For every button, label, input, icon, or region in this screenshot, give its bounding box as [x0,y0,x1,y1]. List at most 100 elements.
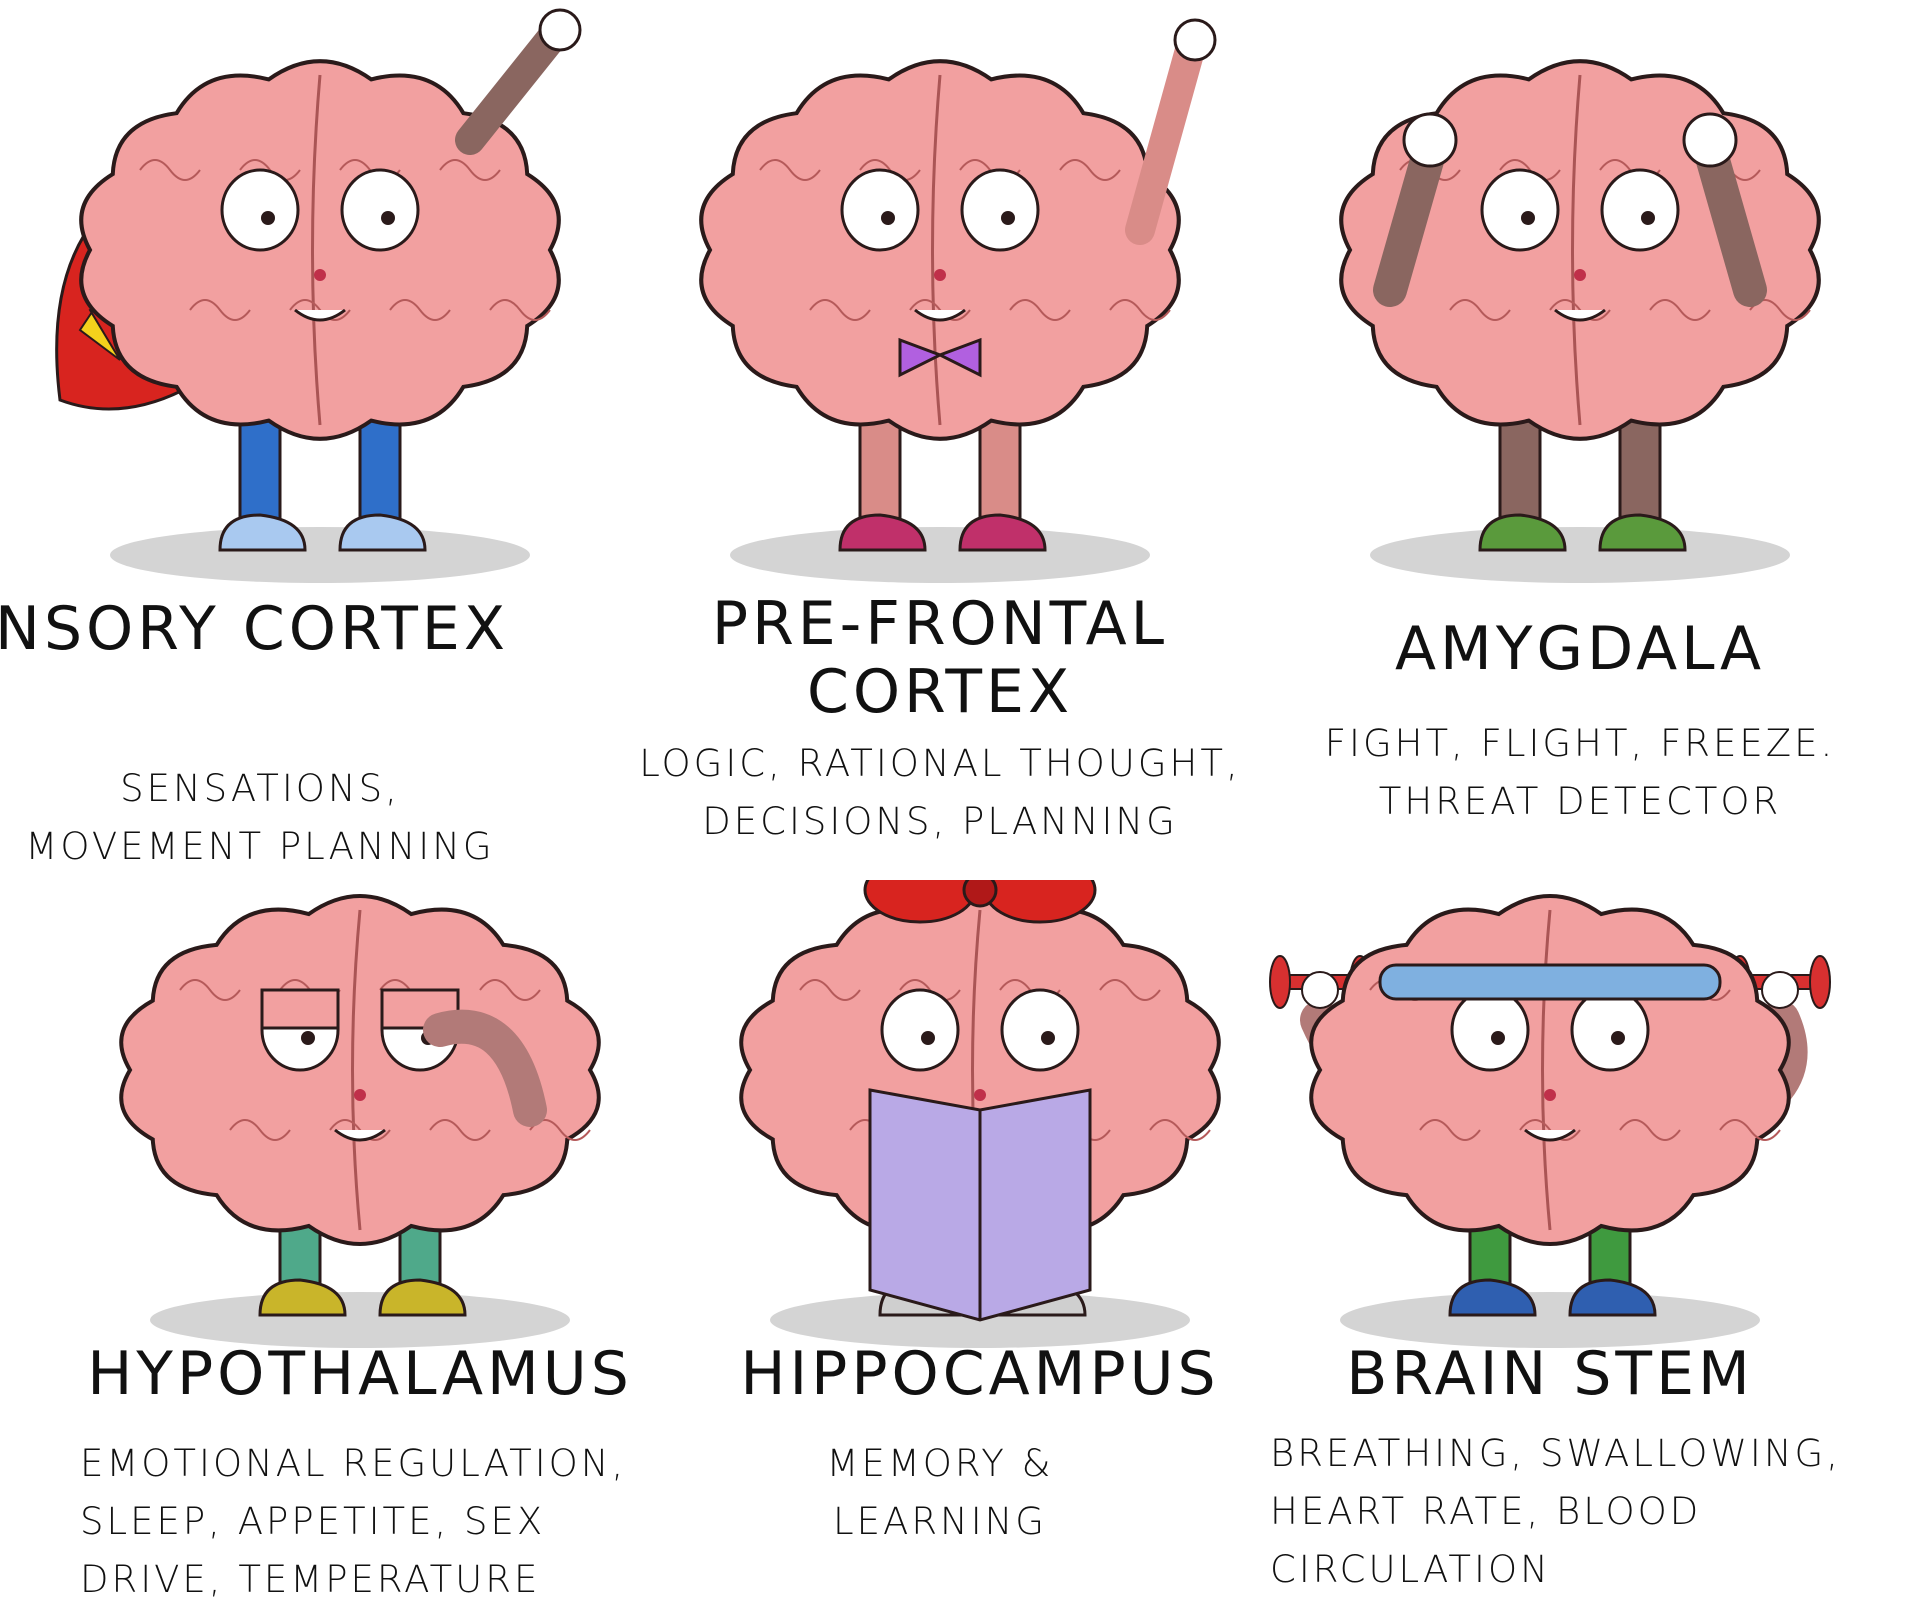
description-line: Learning [833,1500,1047,1543]
mouth [294,308,346,322]
description-line: Logic, Rational Thought, [639,742,1241,785]
eye [340,168,420,252]
shoe [958,513,1047,552]
shoe [258,1278,347,1317]
mouth [1524,1128,1576,1142]
pupil [921,1031,935,1045]
sensory-cortex-description: Sensations,Movement Planning [0,760,580,876]
pointing-hand [1173,18,1217,62]
description-line: Threat Detector [1378,780,1782,823]
brain-fold [1619,1119,1681,1141]
hippocampus-illustration [739,880,1221,1348]
eye [1570,988,1650,1072]
nose [934,269,946,281]
pupil [1001,211,1015,225]
brain-body [119,894,601,1246]
glove-hand [1682,112,1738,168]
brain-fold [179,979,241,1001]
shadow [110,527,530,583]
brain-fold [389,299,451,321]
hypothalamus-illustration [119,894,601,1348]
description-line: Breathing, Swallowing, [1270,1432,1841,1475]
glove-hand [1301,971,1339,1009]
brain-card: Sensory CortexSensations,Movement Planni… [0,0,640,880]
description-line: Decisions, Planning [702,800,1178,843]
dumbbell-weight [1809,955,1831,1009]
amygdala-description: Fight, Flight, Freeze.Threat Detector [1260,715,1900,831]
headband [1378,963,1722,1001]
sensory-cortex-title: Sensory Cortex [0,594,509,664]
mouth [914,308,966,322]
eye [1600,168,1680,252]
shoe [1568,1278,1657,1317]
hippocampus-description: Memory &Learning [620,1435,1260,1551]
shadow [730,527,1150,583]
brain-fold [1449,299,1511,321]
brain-fissure [311,74,322,426]
brain-fold [759,159,821,181]
brain-fissure [1571,74,1582,426]
brain-fold [1109,299,1171,321]
nose [974,1089,986,1101]
shoe [1598,513,1687,552]
brain-fold [1719,1119,1781,1141]
hippocampus-title: Hippocampus [740,1339,1220,1409]
brain-body [1309,894,1791,1246]
arm-rubbing-eye [423,1009,547,1127]
nose [1544,1089,1556,1101]
shoe [338,513,427,552]
nose [1574,269,1586,281]
description-line: Sensations, [120,767,400,810]
description-line: Sleep, Appetite, Sex [80,1500,546,1543]
eye [840,168,920,252]
arm [1693,133,1767,307]
brain-fold [439,159,501,181]
shoe [1448,1278,1537,1317]
brain-card: Pre-Frontal CortexLogic, Rational Though… [620,0,1260,880]
pupil [1041,1031,1055,1045]
brain-fissure [931,74,942,426]
amygdala-title: Amygdala [1395,614,1765,684]
description-line: Heart Rate, Blood [1270,1490,1702,1533]
nose [354,1089,366,1101]
brain-fold [1059,159,1121,181]
pupil [1641,211,1655,225]
brain-stem-description: Breathing, Swallowing, Heart Rate, BloodC… [1270,1425,1910,1599]
brain-body [79,59,561,441]
pupil [381,211,395,225]
brain-fold [229,1119,291,1141]
description-line: Circulation [1270,1548,1551,1591]
raised-arm [455,25,565,155]
pupil [1521,211,1535,225]
glove-hand [538,8,582,52]
eye [880,988,960,1072]
glove-hand [1761,971,1799,1009]
shoe [838,513,927,552]
eye [1480,168,1560,252]
shoe [378,1278,467,1317]
arm [1373,133,1447,307]
brain-fold [1099,979,1161,1001]
pupil [301,1031,315,1045]
pre-frontal-cortex-title: Pre-Frontal Cortex [711,589,1169,727]
description-line: Emotional Regulation, [80,1442,627,1485]
brain-fissure [351,909,362,1231]
sensory-cortex-illustration [55,8,582,583]
pre-frontal-cortex-description: Logic, Rational Thought, Decisions, Plann… [620,735,1260,851]
pupil [261,211,275,225]
brain-fold [189,299,251,321]
brain-fold [799,979,861,1001]
dumbbell-weight [1269,955,1291,1009]
shoe [1478,513,1567,552]
brain-fold [809,299,871,321]
brain-fold [1649,299,1711,321]
eyelid [260,988,340,1030]
brain-body [699,59,1181,441]
pupil [1491,1031,1505,1045]
brain-body [739,894,1221,1246]
hypothalamus-title: Hypothalamus [87,1339,633,1409]
raised-arm [1125,35,1205,245]
brain-stem-title: Brain Stem [1346,1339,1754,1409]
shoe [218,513,307,552]
brain-fold [1149,1119,1211,1141]
